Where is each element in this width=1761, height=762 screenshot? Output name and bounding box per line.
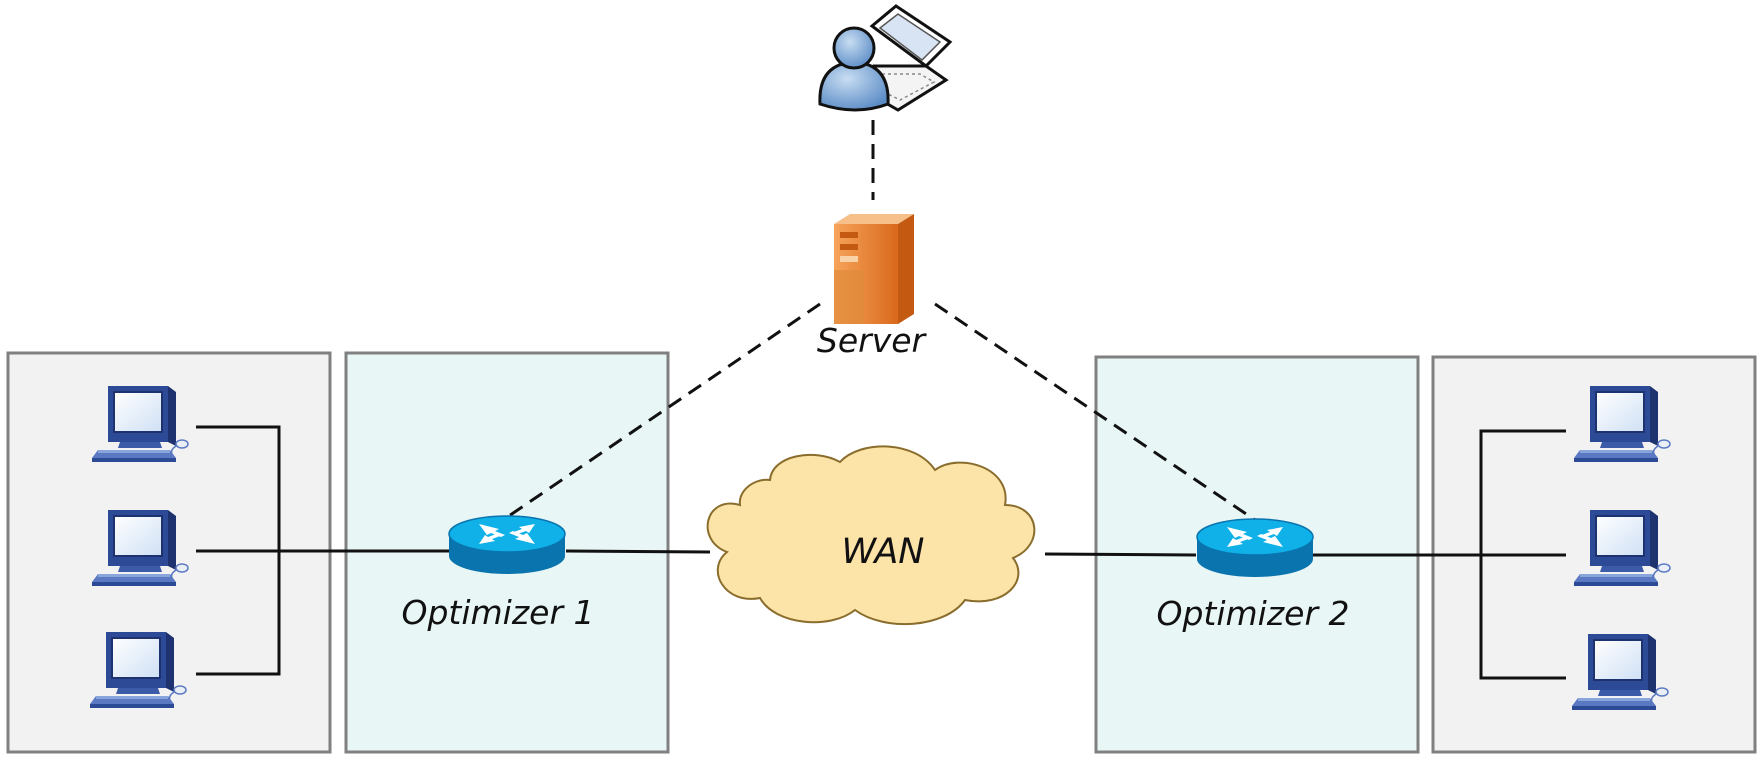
router-icon — [448, 515, 566, 575]
link-optimizer-1-wan — [565, 549, 711, 554]
link-wan-optimizer-2 — [1044, 552, 1197, 557]
cloud-icon — [706, 445, 1036, 626]
dashed-links — [502, 120, 1259, 524]
server-label: Server — [817, 321, 928, 360]
optimizer-1-label: Optimizer 1 — [401, 593, 594, 632]
link-server-optimizer-2 — [934, 302, 1259, 524]
optimizer-2-label: Optimizer 2 — [1156, 594, 1349, 633]
link-server-optimizer-1 — [502, 302, 821, 522]
user-with-laptop-icon — [818, 4, 953, 112]
solid-links — [196, 425, 1566, 680]
router-icon — [1196, 518, 1314, 578]
server-tower-icon — [834, 214, 914, 324]
wan-label: WAN — [842, 532, 925, 572]
lan-bus-right — [1479, 429, 1566, 680]
